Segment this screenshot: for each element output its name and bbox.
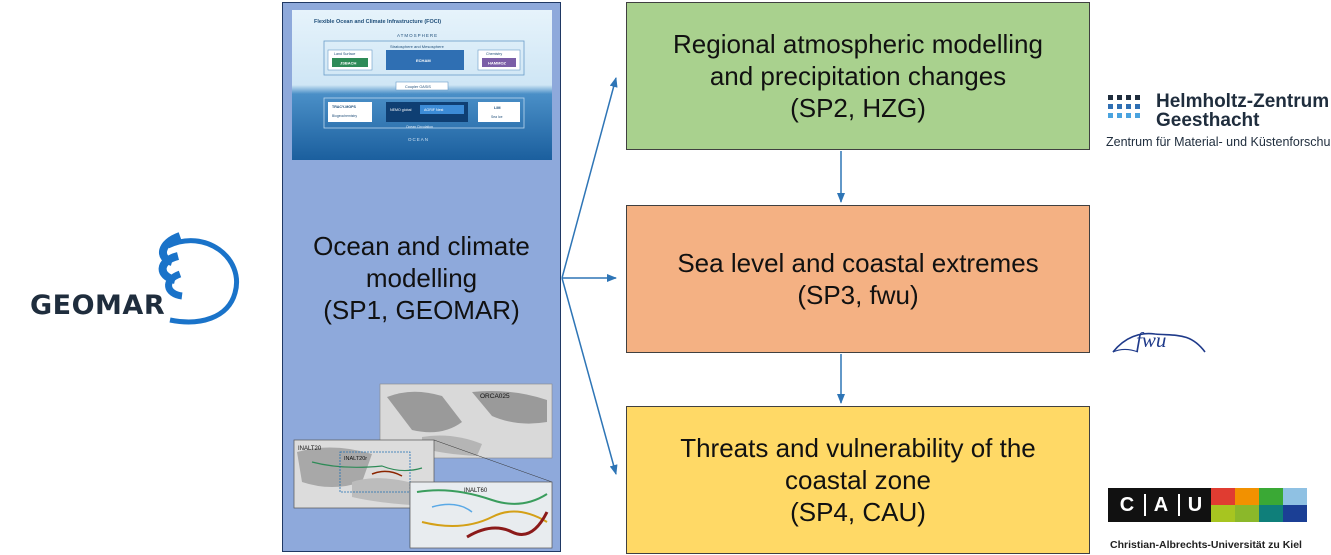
nemo-label: NEMO global <box>390 108 412 112</box>
hzg-dots-icon <box>1108 95 1140 118</box>
sp4-line-2: coastal zone <box>785 465 931 495</box>
cau-square-icon <box>1235 488 1259 505</box>
atmosphere-label: ATMOSPHERE <box>397 33 438 38</box>
sp2-line-1: Regional atmospheric modelling <box>673 29 1043 59</box>
fwu-logo: fwu <box>1110 322 1210 362</box>
geomar-swirl-icon <box>158 232 239 325</box>
sp4-line-1: Threats and vulnerability of the <box>680 433 1036 463</box>
hzg-logo: Helmholtz-Zentrum Geesthacht Zentrum für… <box>1106 91 1331 153</box>
cau-square-icon <box>1259 505 1283 522</box>
sp4-line-3: (SP4, CAU) <box>790 497 926 527</box>
cau-logo: C A U Christian-Albrechts-Universität zu… <box>1108 486 1331 555</box>
fwu-wordmark: fwu <box>1136 328 1167 352</box>
sp2-box: Regional atmospheric modelling and preci… <box>626 2 1090 150</box>
sp1-line-2: modelling <box>365 263 478 293</box>
cau-letter-c: C <box>1119 494 1135 516</box>
sp3-box: Sea level and coastal extremes (SP3, fwu… <box>626 205 1090 353</box>
sp1-line-3: (SP1, GEOMAR) <box>323 295 520 325</box>
jsbach-label: JSBACH <box>340 61 357 66</box>
sp2-line-3: (SP2, HZG) <box>790 93 926 123</box>
ocean-circ-label: Ocean Circulation <box>406 125 433 129</box>
sp3-line-1: Sea level and coastal extremes <box>677 248 1039 278</box>
cau-letters-block <box>1108 488 1211 522</box>
cau-letter-u: U <box>1187 494 1203 516</box>
echam-label: ECHAM <box>416 58 431 63</box>
cau-square-icon <box>1235 505 1259 522</box>
agrif-label: AGRIF Nest <box>424 108 443 112</box>
hzg-name-line1: Helmholtz-Zentrum <box>1156 91 1330 112</box>
cau-letter-a: A <box>1153 494 1169 516</box>
strato-label: Stratosphere and Mesosphere <box>390 44 445 49</box>
sea-ice-label: Sea Ice <box>491 115 503 119</box>
tracy-label: TRACY-MOPS <box>332 105 357 109</box>
sp1-line-1: Ocean and climate <box>313 231 530 261</box>
geomar-logo: GEOMAR <box>30 228 250 338</box>
inalt60-label: INALT60 <box>464 488 488 494</box>
orca-label: ORCA025 <box>480 393 510 400</box>
sp4-box: Threats and vulnerability of the coastal… <box>626 406 1090 554</box>
foci-diagram: Flexible Ocean and Climate Infrastructur… <box>292 10 552 160</box>
cau-square-icon <box>1211 505 1235 522</box>
land-surface-label: Land Surface <box>334 52 355 56</box>
inalt20r-label: INALT20r <box>344 456 367 462</box>
sp1-label: Ocean and climate modelling (SP1, GEOMAR… <box>282 230 561 326</box>
fwu-wave-icon <box>1112 332 1206 353</box>
hammoz-label: HAMMOZ <box>488 61 507 66</box>
cau-separator <box>1178 494 1180 516</box>
coupler-label: Coupler OASIS <box>405 85 431 89</box>
cau-separator <box>1144 494 1146 516</box>
arrow-sp1-to-sp2 <box>561 77 618 279</box>
inalt20-label: INALT20 <box>298 446 322 452</box>
cau-square-icon <box>1283 488 1307 505</box>
cau-name: Christian-Albrechts-Universität zu Kiel <box>1110 539 1302 551</box>
ocean-label: OCEAN <box>408 137 429 142</box>
cau-square-icon <box>1259 488 1283 505</box>
foci-title: Flexible Ocean and Climate Infrastructur… <box>314 19 441 25</box>
hzg-subtitle: Zentrum für Material- und Küstenforschun… <box>1106 135 1331 149</box>
hzg-name-line2: Geesthacht <box>1156 110 1260 131</box>
lim-label: LIM <box>494 106 501 110</box>
ocean-model-maps: ORCA025 INALT20 INALT20r INALT60 <box>292 382 554 550</box>
sp2-line-2: and precipitation changes <box>709 61 1007 91</box>
cau-square-icon <box>1283 505 1307 522</box>
arrow-sp1-to-sp4 <box>561 277 618 475</box>
chemistry-label: Chemistry <box>486 52 502 56</box>
biogeo-label: Biogeochemistry <box>332 114 357 118</box>
cau-square-icon <box>1211 488 1235 505</box>
geomar-wordmark: GEOMAR <box>30 290 166 321</box>
sp3-line-2: (SP3, fwu) <box>797 280 919 310</box>
